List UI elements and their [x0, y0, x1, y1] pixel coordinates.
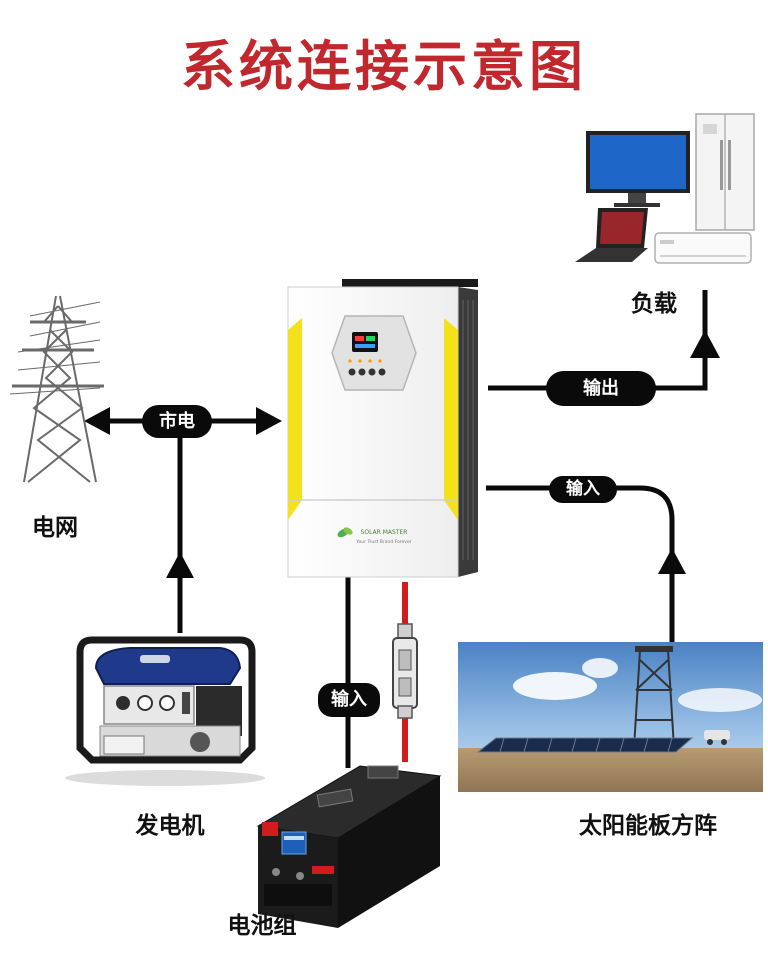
generator-image: [65, 636, 265, 786]
battery-pack-image: [256, 765, 442, 928]
load-label: 负载: [631, 291, 677, 317]
load-appliances-image: [575, 113, 755, 264]
fuse-icon: [392, 623, 418, 719]
solar-line: [486, 485, 675, 642]
power-pylon-icon: [9, 295, 104, 483]
solar-label: 太阳能板方阵: [579, 813, 717, 839]
solar-array-image: [458, 642, 763, 792]
generator-arrow-up: [166, 552, 194, 578]
laptop-icon: [575, 208, 648, 262]
inverter-display: [352, 332, 378, 352]
inverter-tagline: Your Trust Brand Forever: [355, 539, 411, 545]
generator-label: 发电机: [135, 813, 205, 839]
battery-label: 电池组: [227, 913, 297, 939]
diagram-title: 系统连接示意图: [181, 35, 587, 98]
leaf-logo-icon: [337, 527, 353, 538]
monitor-icon: [586, 131, 690, 193]
solar-input-pill: 输入: [549, 476, 617, 503]
grid-arrow-right: [256, 407, 282, 435]
grid-connection-pill: 市电: [142, 405, 212, 438]
battery-red-cable: [392, 582, 418, 762]
arrows: [84, 330, 720, 578]
inverter-panel: [331, 315, 417, 391]
output-connection-pill: 输出: [546, 371, 656, 406]
grid-label: 电网: [32, 515, 78, 541]
inverter-buttons: [348, 368, 386, 376]
air-conditioner-icon: [654, 232, 752, 264]
inverter-unit: SOLAR MASTER Your Trust Brand Forever: [287, 279, 478, 578]
battery-input-pill: 输入: [318, 683, 380, 717]
grid-arrow-left: [84, 407, 110, 435]
fridge-icon: [695, 113, 755, 231]
battery-display: [281, 831, 307, 855]
inverter-brand: SOLAR MASTER: [361, 529, 408, 536]
output-arrow-up: [690, 330, 720, 358]
solar-arrow-up: [658, 548, 686, 574]
